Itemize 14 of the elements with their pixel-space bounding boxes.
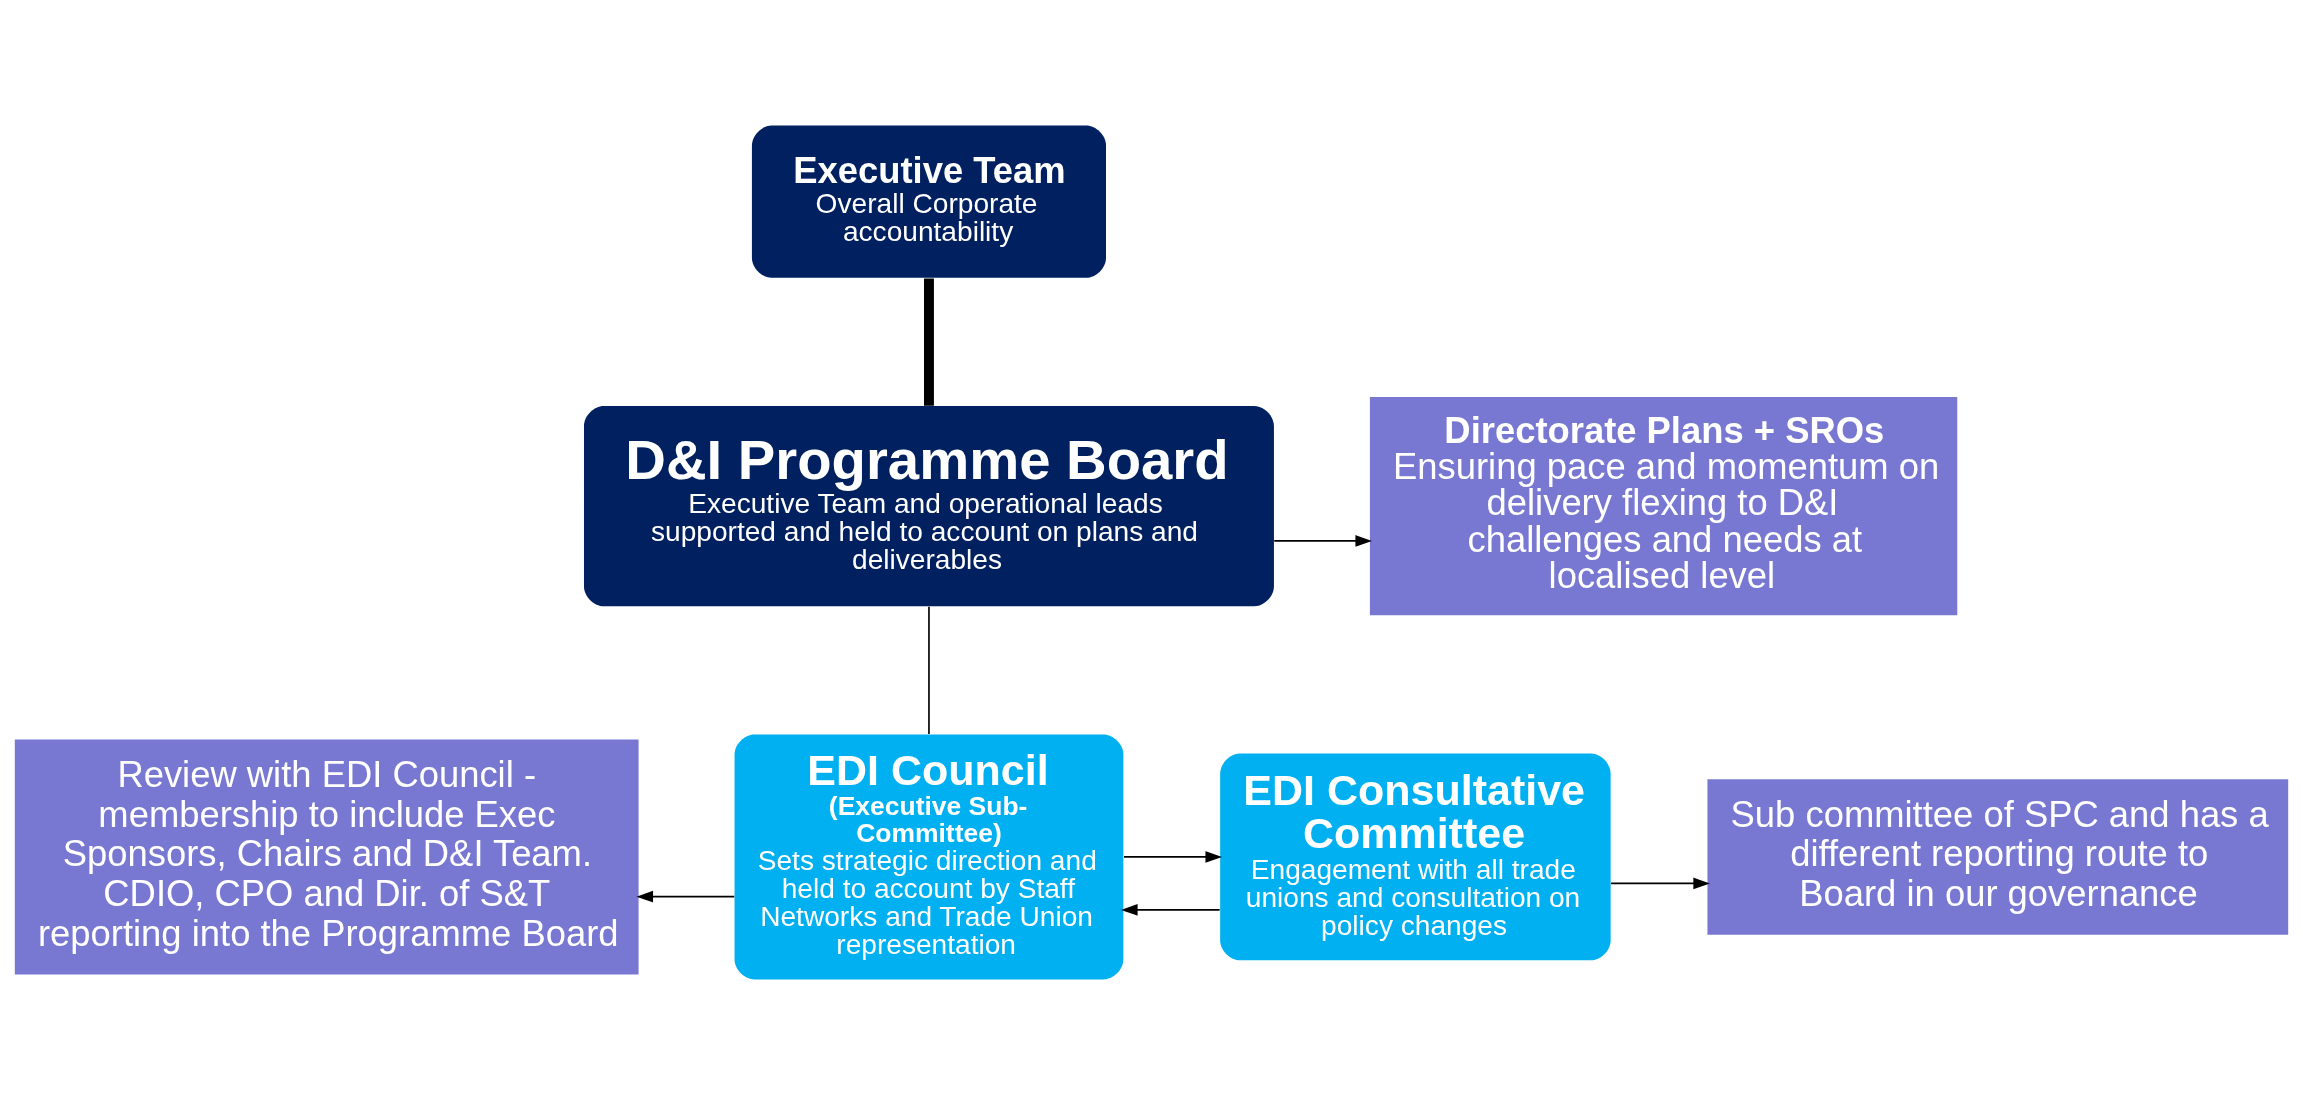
node-box: Directorate Plans + SROs Ensuring pace and momentum on delivery flexing to D&I challenges and needs at localised level [1369,396,1958,615]
node-box: EDI Consultative Committee Engagement with all trade unions and consultation on policy changes [1220,753,1611,960]
arrow [1273,534,1372,547]
node-box: Review with EDI Council - membership to include Exec Sponsors, Chairs and D&I Team. CDIO, CPO and Dir. of S&T reporting into the Programme Board [14,738,639,974]
arrow [1121,903,1221,916]
arrow [636,890,736,902]
node-box: Sub committee of SPC and has a different reporting route to Board in our governance [1707,778,2289,935]
connector [924,278,934,406]
arrow [1123,850,1222,863]
node-box: EDI Council (Executive Sub-Committee) Sets strategic direction and held to account by Staff Networks and Trade Union representation [734,734,1124,979]
node-box: Executive Team Overall Corporate accountability [751,125,1106,278]
arrow [1610,877,1710,889]
node-box: D&I Programme Board Executive Team and operational leads supported and held to account on plans and deliverables [584,405,1274,606]
connector [928,605,930,735]
